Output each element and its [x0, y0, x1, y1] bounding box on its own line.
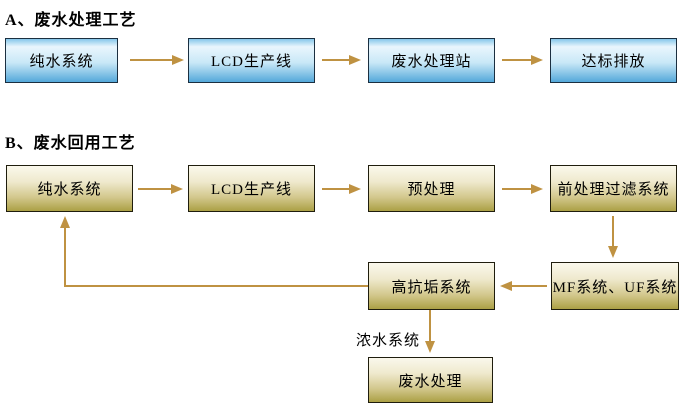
arrow-prefilter-down-line: [612, 216, 614, 246]
arrow-mfuf-left-line: [512, 285, 547, 287]
section-a-title: A、废水处理工艺: [5, 12, 137, 29]
concentrate-label: 浓水系统: [356, 333, 421, 349]
arrow-a3-line: [502, 59, 531, 61]
box-a-standard-discharge: 达标排放: [550, 38, 677, 83]
box-b-pure-water: 纯水系统: [6, 165, 133, 212]
arrow-a2-line: [322, 59, 349, 61]
box-b-mf-uf: MF系统、UF系统: [551, 262, 679, 310]
box-a-lcd-line: LCD生产线: [188, 38, 315, 83]
box-b-lcd-line: LCD生产线: [188, 165, 315, 212]
box-b-waste-treatment: 废水处理: [368, 357, 493, 403]
arrow-b3-line: [502, 188, 531, 190]
section-b-title: B、废水回用工艺: [5, 135, 136, 152]
arrow-a1-head: [172, 55, 184, 65]
arrow-mfuf-left-head: [500, 281, 512, 291]
arrow-b2-line: [322, 188, 349, 190]
arrow-a2-head: [349, 55, 361, 65]
box-b-pretreatment: 预处理: [368, 165, 495, 212]
arrow-concentrate-down-line: [429, 310, 431, 341]
arrow-b3-head: [531, 184, 543, 194]
arrow-a3-head: [531, 55, 543, 65]
box-b-anti-scaling: 高抗垢系统: [368, 262, 495, 310]
arrow-b2-head: [349, 184, 361, 194]
return-loop-up-head: [60, 216, 70, 228]
arrow-prefilter-down-head: [608, 246, 618, 258]
arrow-concentrate-down-head: [425, 341, 435, 353]
return-loop-vertical-line: [64, 227, 66, 287]
arrow-b1-head: [171, 184, 183, 194]
box-a-wastewater-station: 废水处理站: [368, 38, 495, 83]
box-b-pre-filter: 前处理过滤系统: [550, 165, 677, 212]
arrow-b1-line: [138, 188, 171, 190]
arrow-a1-line: [130, 59, 172, 61]
box-a-pure-water: 纯水系统: [5, 38, 118, 83]
return-loop-horizontal-line: [65, 285, 368, 287]
